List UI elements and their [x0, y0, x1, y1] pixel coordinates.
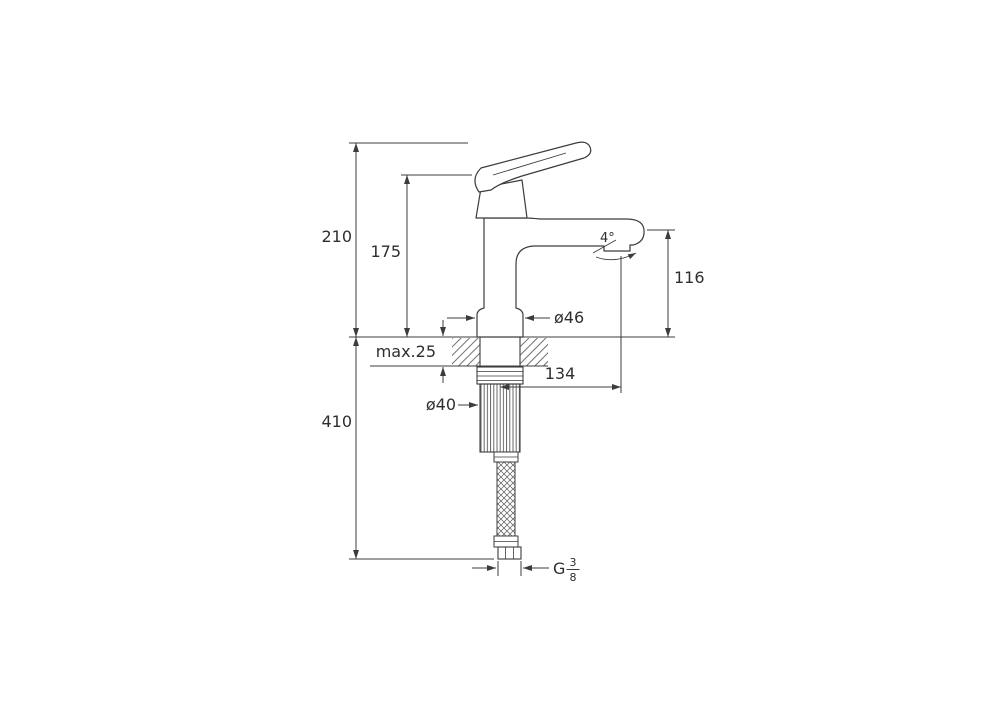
dim-134-label: 134	[545, 364, 576, 383]
counter-hatch-right	[520, 338, 548, 366]
dim-116-label: 116	[674, 268, 705, 287]
dim-total-height: 210	[321, 142, 468, 337]
dim-counter-thickness: max.25	[376, 320, 446, 383]
dim-spout-height: 116	[647, 229, 705, 337]
thread-numerator-label: 3	[570, 556, 577, 569]
dim-175-label: 175	[370, 242, 401, 261]
dim-max25-label: max.25	[376, 342, 436, 361]
mounting-nut	[476, 366, 524, 385]
undercounter-group	[476, 366, 524, 560]
dim-spout-reach: 134	[500, 256, 622, 393]
dim-spout-angle: 4°	[592, 231, 637, 261]
counter-hatch-left	[452, 338, 480, 366]
dim-210-label: 210	[321, 227, 352, 246]
dim-d40-label: ø40	[426, 395, 456, 414]
dimensions-group: 210 175 116 410 max.25	[321, 142, 705, 584]
threaded-shank	[479, 383, 521, 453]
lever-ridge-line	[492, 152, 567, 176]
angle-arc	[595, 252, 637, 261]
dim-shank-diameter: ø40	[426, 395, 478, 414]
faucet-body-group	[474, 141, 645, 338]
dim-below-counter-depth: 410	[321, 337, 494, 560]
dim-d46-label: ø46	[554, 308, 584, 327]
hose-hex-nut	[497, 546, 522, 560]
lever-handle	[474, 141, 592, 193]
dim-410-label: 410	[321, 412, 352, 431]
flex-hose	[496, 461, 516, 537]
thread-denominator-label: 8	[570, 571, 577, 584]
dim-angle-label: 4°	[600, 231, 615, 246]
dim-body-height: 175	[370, 174, 472, 337]
dim-base-diameter: ø46	[447, 308, 584, 327]
thread-prefix-label: G	[553, 559, 565, 578]
dim-thread-connection: G 3 8	[472, 556, 580, 584]
angle-ref-line	[592, 239, 617, 254]
